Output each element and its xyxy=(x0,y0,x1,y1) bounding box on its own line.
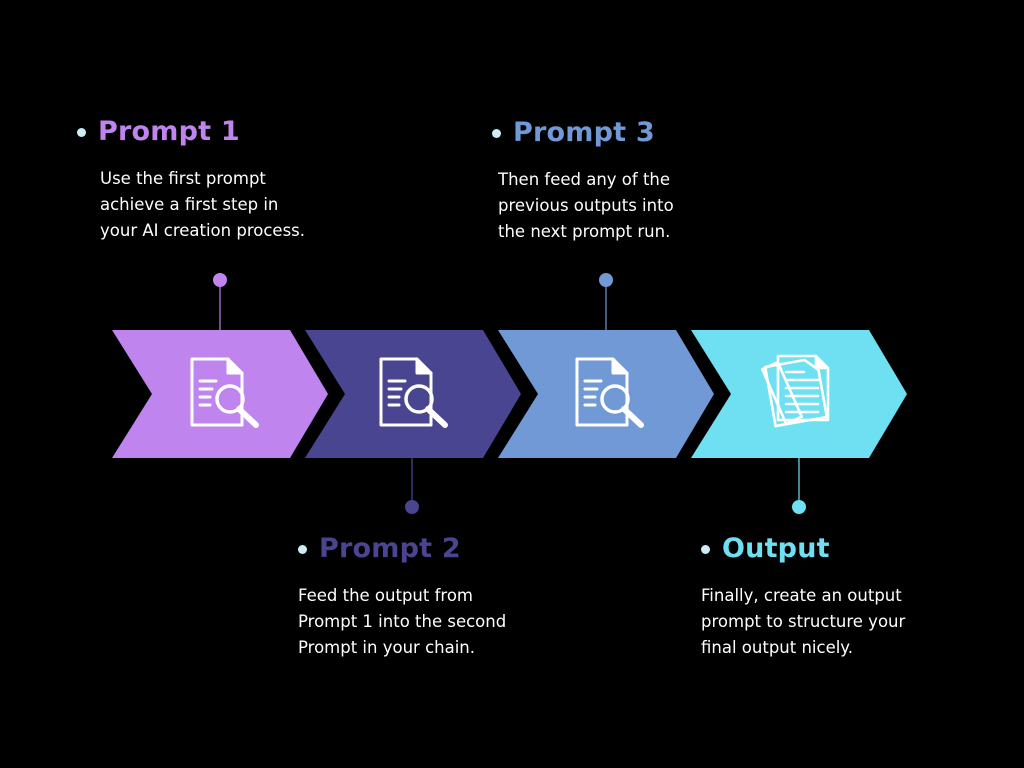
bullet-dot xyxy=(701,544,710,554)
document-search-icon xyxy=(575,357,644,428)
step-description: Then feed any of the previous outputs in… xyxy=(498,170,674,241)
step-description: Use the first prompt achieve a first ste… xyxy=(100,169,306,240)
step-label-prompt-3: Prompt 3 Then feed any of the previous o… xyxy=(492,117,752,245)
bullet-dot xyxy=(492,128,501,138)
document-search-icon xyxy=(190,357,259,428)
step-label-output: Output Finally, create an output prompt … xyxy=(701,533,961,661)
connector-dot-4 xyxy=(792,500,806,514)
step-title: Prompt 2 xyxy=(319,533,461,564)
chevrons xyxy=(112,330,907,458)
step-title: Output xyxy=(722,533,830,564)
connector-dot-1 xyxy=(213,273,227,287)
bullet-dot xyxy=(298,544,307,554)
step-label-prompt-2: Prompt 2 Feed the output from Prompt 1 i… xyxy=(298,533,558,661)
connector-dot-2 xyxy=(405,500,419,514)
document-search-icon xyxy=(379,357,448,428)
chevron-step-4 xyxy=(691,330,907,458)
step-label-prompt-1: Prompt 1 Use the first prompt achieve a … xyxy=(77,116,337,244)
chevron-step-3 xyxy=(498,330,714,458)
stacked-documents-icon xyxy=(760,354,830,428)
chevron-step-1 xyxy=(112,330,328,458)
step-description: Feed the output from Prompt 1 into the s… xyxy=(298,586,507,657)
icons xyxy=(190,354,830,428)
step-description: Finally, create an output prompt to stru… xyxy=(701,586,906,657)
chevron-step-2 xyxy=(305,330,521,458)
connector-dot-3 xyxy=(599,273,613,287)
step-title: Prompt 3 xyxy=(513,117,655,148)
step-title: Prompt 1 xyxy=(98,116,240,147)
bullet-dot xyxy=(77,127,86,137)
connectors xyxy=(213,273,806,514)
